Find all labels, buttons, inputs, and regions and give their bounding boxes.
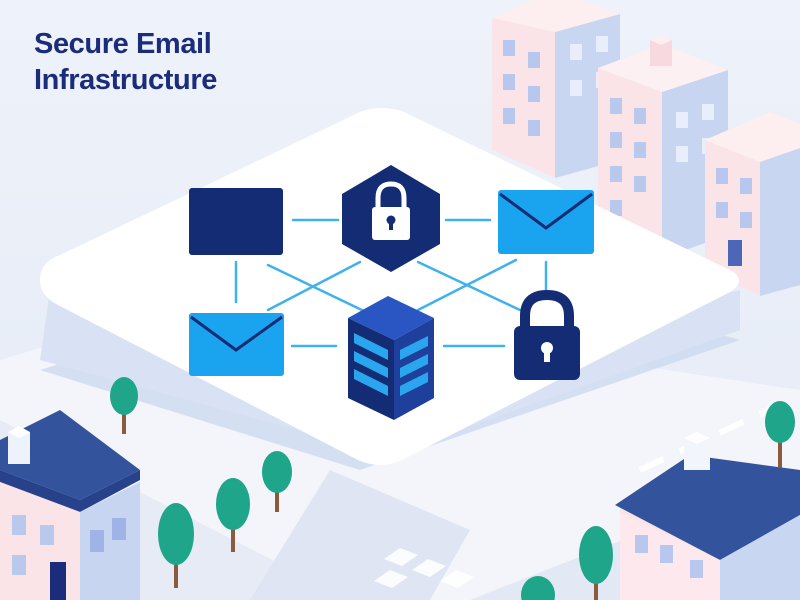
trees: [110, 377, 795, 600]
house-right: [615, 432, 800, 600]
crosswalk: [374, 548, 474, 588]
envelope-icon: [498, 190, 594, 254]
house-left: [0, 410, 140, 600]
title-line-2: Infrastructure: [34, 64, 217, 96]
tree: [521, 576, 555, 600]
envelope-icon: [189, 313, 284, 376]
padlock-icon: [514, 289, 580, 380]
tree: [579, 526, 613, 600]
road: [250, 470, 470, 600]
tree: [110, 377, 138, 434]
building-tall-back: [492, 0, 620, 178]
tree: [216, 478, 250, 552]
server-icon: [348, 296, 434, 420]
tree: [158, 503, 194, 588]
network-connectors: [234, 218, 548, 348]
tree: [262, 451, 292, 512]
page-title: Secure Email Infrastructure: [34, 26, 217, 98]
padlock-hexagon-icon: [342, 165, 440, 272]
building-right: [705, 112, 800, 296]
document-icon: [189, 188, 283, 255]
title-line-1: Secure Email: [34, 28, 212, 60]
tree: [765, 401, 795, 468]
